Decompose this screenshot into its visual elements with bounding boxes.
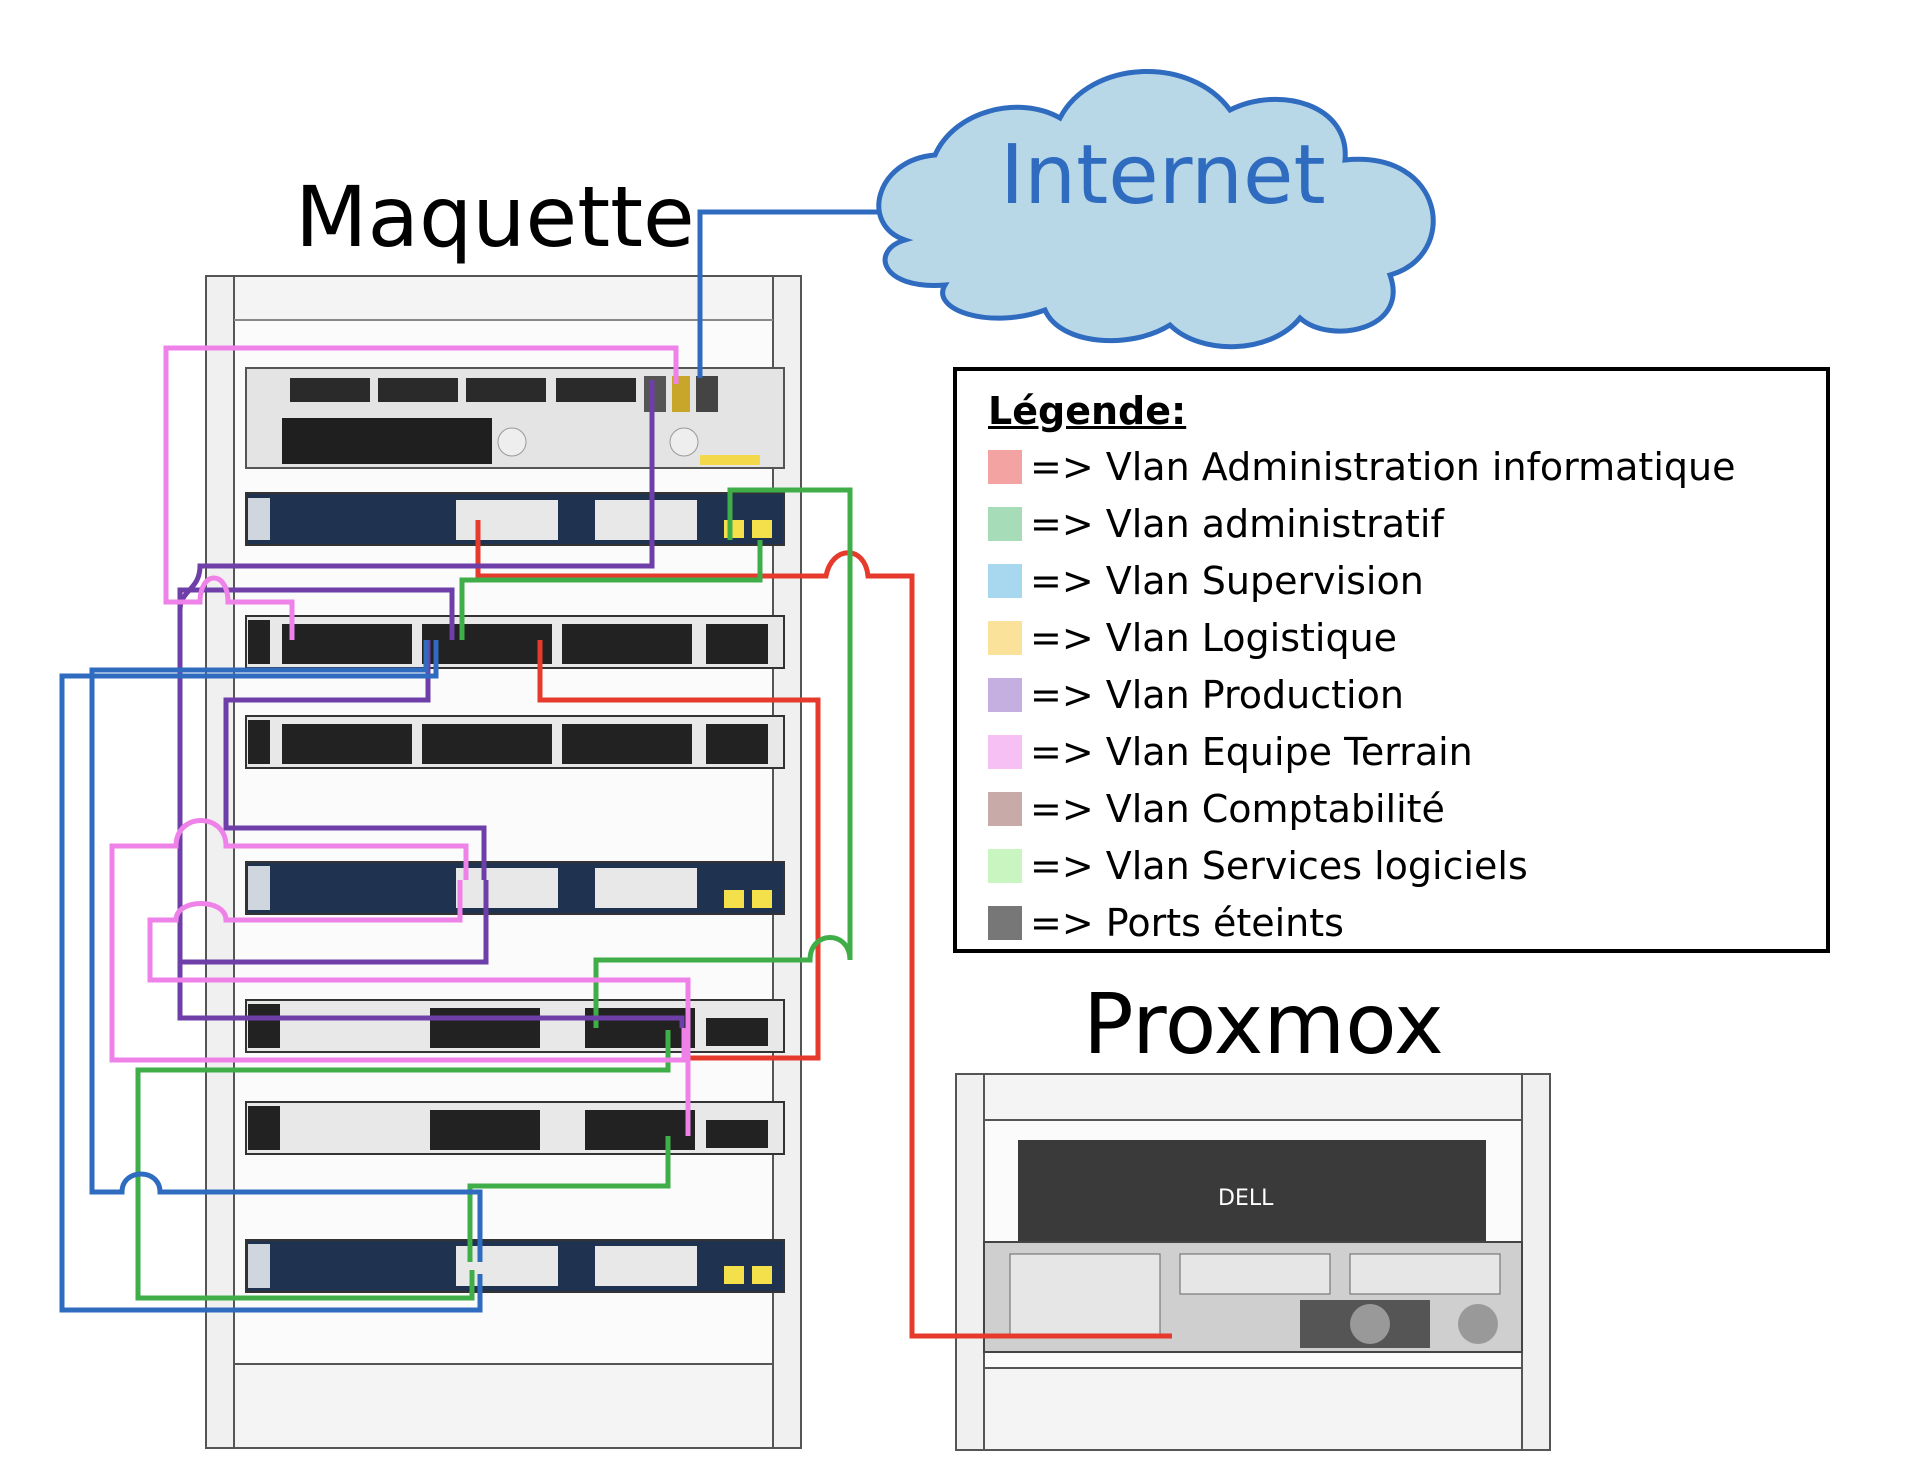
legend-label: => Vlan Services logiciels (1030, 844, 1528, 888)
legend-title: Légende: (988, 389, 1187, 433)
switch-1 (245, 492, 785, 546)
dell-server (983, 1140, 1523, 1353)
legend-label: => Vlan administratif (1030, 502, 1444, 546)
legend-label: => Vlan Administration informatique (1030, 445, 1736, 489)
legend-swatch (988, 792, 1022, 826)
legend-swatch (988, 678, 1022, 712)
legend-swatch (988, 621, 1022, 655)
legend-item: => Ports éteints (988, 901, 1344, 945)
legend-label: => Ports éteints (1030, 901, 1344, 945)
internet-cable (697, 209, 880, 378)
internet-cloud (876, 69, 1436, 350)
legend-label: => Vlan Supervision (1030, 559, 1424, 603)
switch-7 (245, 1239, 785, 1293)
legend-item: => Vlan Supervision (988, 559, 1424, 603)
legend-item: => Vlan Equipe Terrain (988, 730, 1473, 774)
router-device (245, 367, 785, 469)
green-cable-low (135, 1030, 671, 1301)
green-cable-s6 (467, 1136, 671, 1262)
green-cable-mid (459, 540, 763, 640)
legend-item: => Vlan administratif (988, 502, 1444, 546)
switch-6 (245, 1101, 785, 1155)
legend-label: => Vlan Logistique (1030, 616, 1398, 660)
legend-swatch (988, 849, 1022, 883)
legend-label: => Vlan Comptabilité (1030, 787, 1445, 831)
legend-item: => Vlan Logistique (988, 616, 1398, 660)
legend-item: => Vlan Services logiciels (988, 844, 1528, 888)
blue-cable-a (89, 640, 483, 1262)
legend-box: Légende: => Vlan Administration informat… (953, 367, 1830, 953)
pink-cable-a (163, 345, 679, 640)
purple-cable-b (177, 587, 685, 1028)
legend-swatch (988, 450, 1022, 484)
legend-swatch (988, 564, 1022, 598)
green-cable-top (593, 487, 853, 1028)
switch-2 (245, 615, 785, 669)
legend-item: => Vlan Administration informatique (988, 445, 1736, 489)
proxmox-title: Proxmox (1083, 975, 1444, 1073)
legend-swatch (988, 735, 1022, 769)
blue-cable-b (59, 640, 483, 1313)
purple-cable-c (223, 640, 487, 880)
legend-label: => Vlan Production (1030, 673, 1404, 717)
switch-5 (245, 999, 785, 1053)
maquette-title: Maquette (295, 168, 695, 266)
legend-item: => Vlan Production (988, 673, 1404, 717)
pink-cable-c (147, 880, 691, 1136)
switch-4 (245, 861, 785, 915)
legend-swatch (988, 507, 1022, 541)
internet-label: Internet (1000, 128, 1326, 223)
legend-item: => Vlan Comptabilité (988, 787, 1445, 831)
pink-cable-b (109, 818, 687, 1063)
legend-label: => Vlan Equipe Terrain (1030, 730, 1473, 774)
dell-logo: DELL (1218, 1186, 1274, 1211)
legend-swatch (988, 906, 1022, 940)
switch-3 (245, 715, 785, 769)
cables (59, 209, 1172, 1339)
